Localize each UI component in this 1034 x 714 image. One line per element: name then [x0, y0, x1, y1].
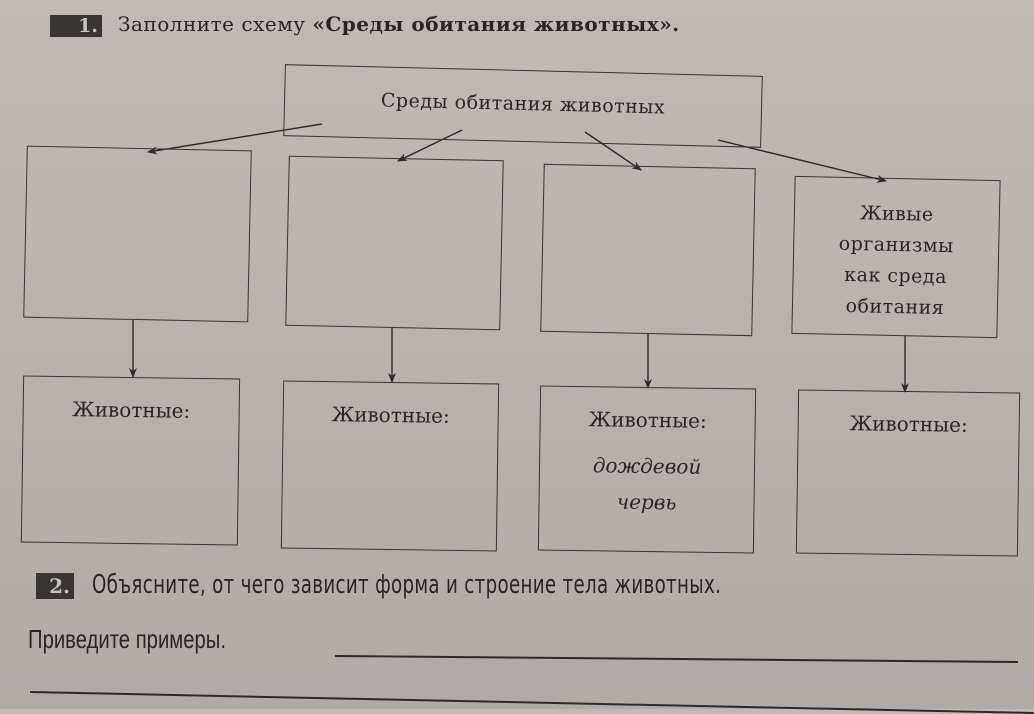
arrow-root-to-habitat-3 [584, 131, 642, 171]
animals-box-4-title: Животные: [849, 411, 968, 437]
habitat-box-4: Живые организмы как среда обитания [791, 175, 1001, 339]
diagram-root-box: Среды обитания животных [283, 64, 763, 148]
animals-box-3-example-line: дождевой [592, 453, 702, 479]
task-1-number-badge: 1. [50, 15, 102, 37]
habitat-4-label-line: обитания [845, 294, 945, 320]
habitat-box-1-blank[interactable] [23, 145, 252, 323]
animals-box-1[interactable]: Животные: [20, 375, 241, 546]
task-1-instruction: Заполните схему «Среды обитания животных… [118, 12, 680, 36]
diagram-root-label: Среды обитания животных [380, 89, 666, 119]
animals-box-1-title: Животные: [72, 397, 191, 423]
animals-box-2-title: Животные: [331, 402, 450, 428]
habitat-box-3-blank[interactable] [540, 163, 756, 337]
animals-box-3-example-line: червь [616, 489, 677, 515]
animals-box-4[interactable]: Животные: [795, 389, 1021, 557]
task-2-number-badge: 2. [36, 573, 74, 599]
animals-box-3-title: Животные: [588, 407, 707, 433]
animals-box-3: Животные: дождевой червь [537, 385, 757, 554]
task-1-instruction-text: Заполните схему [118, 12, 313, 36]
habitat-4-label-line: Живые [859, 202, 934, 226]
task-2-prompt: Приведите примеры. [28, 624, 226, 654]
habitat-4-label-line: организмы [838, 232, 954, 258]
habitat-4-label-line: как среда [844, 263, 948, 289]
arrow-root-to-habitat-2 [397, 129, 463, 162]
animals-box-2[interactable]: Животные: [280, 380, 500, 552]
animals-box-3-example: дождевой червь [539, 447, 754, 522]
task-2-question: Объясните, от чего зависит форма и строе… [92, 570, 722, 600]
habitat-box-2-blank[interactable] [285, 155, 504, 331]
arrow-root-to-habitat-4 [717, 139, 887, 183]
task-1-instruction-bold: «Среды обитания животных». [312, 12, 680, 36]
habitat-4-label: Живые организмы как среда обитания [793, 197, 1000, 325]
arrow-root-to-habitat-1 [147, 123, 323, 155]
